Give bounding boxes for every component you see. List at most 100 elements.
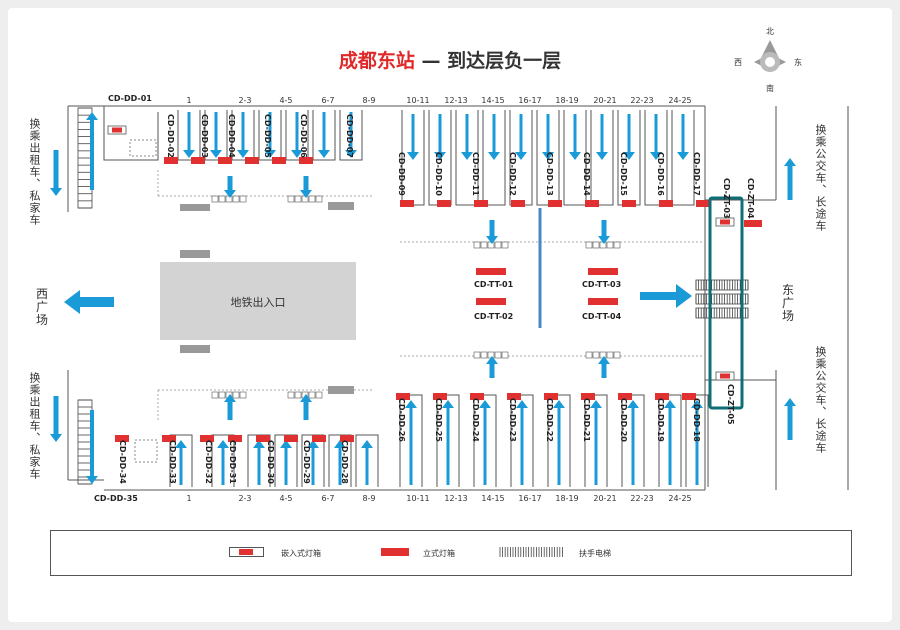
tt03-lightbox (588, 268, 618, 275)
top-right-slot-label: CD-DD-14 (582, 152, 591, 196)
top-slot-arrow-down-head (345, 150, 357, 158)
center-pods-a-pod (501, 241, 509, 249)
escalator-icon (499, 547, 563, 557)
label-tt03: CD-TT-03 (582, 280, 622, 289)
top-right-slot-frame (590, 110, 614, 206)
bottom-right-slot-label: CD-DD-20 (619, 398, 628, 442)
top-right-arrow-down-head (623, 152, 635, 160)
pod-arrow-down-shaft (303, 176, 309, 190)
bottom-slot-arrow-up-head (334, 440, 346, 448)
top-standing-lightbox (218, 157, 232, 164)
top-pods-b-pod (301, 195, 309, 203)
top-column-tick: 8-9 (362, 96, 376, 105)
left-bottom-escalator-arrow-shaft (90, 410, 94, 476)
bottom-right-slot-label: CD-DD-22 (545, 398, 554, 442)
bottom-pods-b-pod (315, 391, 323, 399)
right-top-transfer: 换乘公交车、长途车 (814, 124, 827, 232)
top-right-standing-lightbox (474, 200, 488, 207)
standing-lightbox-icon (381, 548, 409, 556)
bottom-slot-label: CD-DD-33 (168, 440, 177, 484)
top-standing-lightbox (245, 157, 259, 164)
bottom-right-arrow-up-head (664, 400, 676, 408)
bottom-right-arrow-up-head (442, 400, 454, 408)
left-bottom-escalator-arrow-head (86, 476, 98, 484)
bottom-right-arrow-up-head (691, 400, 703, 408)
bottom-column-tick: 10-11 (406, 494, 430, 503)
top-right-standing-lightbox (659, 200, 673, 207)
top-column-tick: 12-13 (444, 96, 468, 105)
east-escalator-a-frame (695, 279, 749, 291)
bottom-left-standing (284, 435, 298, 442)
label-tt02: CD-TT-02 (474, 312, 514, 321)
top-standing-lightbox (299, 157, 313, 164)
center-pods-d-pod (599, 351, 607, 359)
east-plaza-label: 东广场 (782, 283, 795, 323)
bottom-left-standing (162, 435, 176, 442)
top-slot-arrow-down-shaft (349, 112, 353, 150)
top-slot-frame (177, 110, 201, 161)
bottom-pods-b-pod (294, 391, 302, 399)
top-right-slot-label: CD-DD-17 (692, 152, 701, 196)
right-top-arrow-up-head (784, 158, 796, 166)
top-slot-arrow-down-shaft (322, 112, 326, 150)
pod-arrow-down-head (486, 236, 498, 244)
east-escalator-a (695, 279, 749, 291)
top-slot-frame (204, 110, 228, 161)
top-slot-arrow-down-head (183, 150, 195, 158)
top-right-slot-label: CD-DD-13 (545, 152, 554, 196)
top-slot-frame (231, 110, 255, 161)
bottom-right-slot-frame (399, 394, 423, 487)
bottom-slot-arrow-up-shaft (221, 448, 225, 485)
legend-standing-label: 立式灯箱 (423, 549, 455, 558)
top-column-tick: 1 (186, 96, 192, 105)
top-right-arrow-down-shaft (573, 114, 577, 152)
center-pods-c-pod (480, 351, 488, 359)
label-dd01: CD-DD-01 (108, 94, 152, 103)
top-slot-arrow-down-head (237, 150, 249, 158)
top-pods-a-pod (239, 195, 247, 203)
bottom-right-arrow-up-head (479, 400, 491, 408)
bottom-right-arrow-up-shaft (446, 408, 450, 485)
label-dd35: CD-DD-35 (94, 494, 138, 503)
pod-arrow-up-shaft (489, 364, 495, 378)
bottom-right-arrow-up-shaft (483, 408, 487, 485)
bottom-right-arrow-up-shaft (520, 408, 524, 485)
top-slot-label: CD-DD-05 (263, 114, 272, 158)
pod-arrow-up-shaft (227, 402, 233, 420)
bottom-right-slot-frame (436, 394, 460, 487)
metro-block (160, 262, 356, 340)
west-plaza-arrow-head (64, 290, 80, 314)
bottom-right-slot-frame (685, 394, 709, 487)
bottom-right-slot-frame (473, 394, 497, 487)
center-pods-a-pod (473, 241, 481, 249)
bottom-column-tick: 6-7 (321, 494, 335, 503)
bottom-right-arrow-up-shaft (409, 408, 413, 485)
bottom-slot-label: CD-DD-34 (118, 440, 127, 484)
top-column-tick: 4-5 (279, 96, 293, 105)
bottom-right-standing (581, 393, 595, 400)
pod-arrow-up-head (486, 356, 498, 364)
bottom-left-standing (200, 435, 214, 442)
center-pods-b-pod (613, 241, 621, 249)
top-right-arrow-down-head (596, 152, 608, 160)
bottom-pods-a-pod (218, 391, 226, 399)
left-top-exit-arrow-shaft (53, 150, 59, 188)
bottom-pods-a-pod (232, 391, 240, 399)
center-pods-c-pod (473, 351, 481, 359)
bottom-column-tick: 12-13 (444, 494, 468, 503)
bottom-slot-frame (355, 434, 379, 487)
bottom-right-arrow-up-head (405, 400, 417, 408)
left-top-escalator-arrow-shaft (90, 120, 94, 190)
top-standing-lightbox (164, 157, 178, 164)
bottom-slot-label: CD-DD-32 (204, 440, 213, 484)
pod-arrow-up-head (598, 356, 610, 364)
bottom-right-slot-frame (658, 394, 682, 487)
top-column-tick: 10-11 (406, 96, 430, 105)
dd01-lightbox-fill (112, 127, 122, 133)
top-slot-label: CD-DD-04 (227, 114, 236, 158)
top-slot-frame (339, 110, 363, 161)
top-right-standing-lightbox (696, 200, 710, 207)
top-slot-frame (285, 110, 309, 161)
bottom-slot-frame (211, 434, 235, 487)
